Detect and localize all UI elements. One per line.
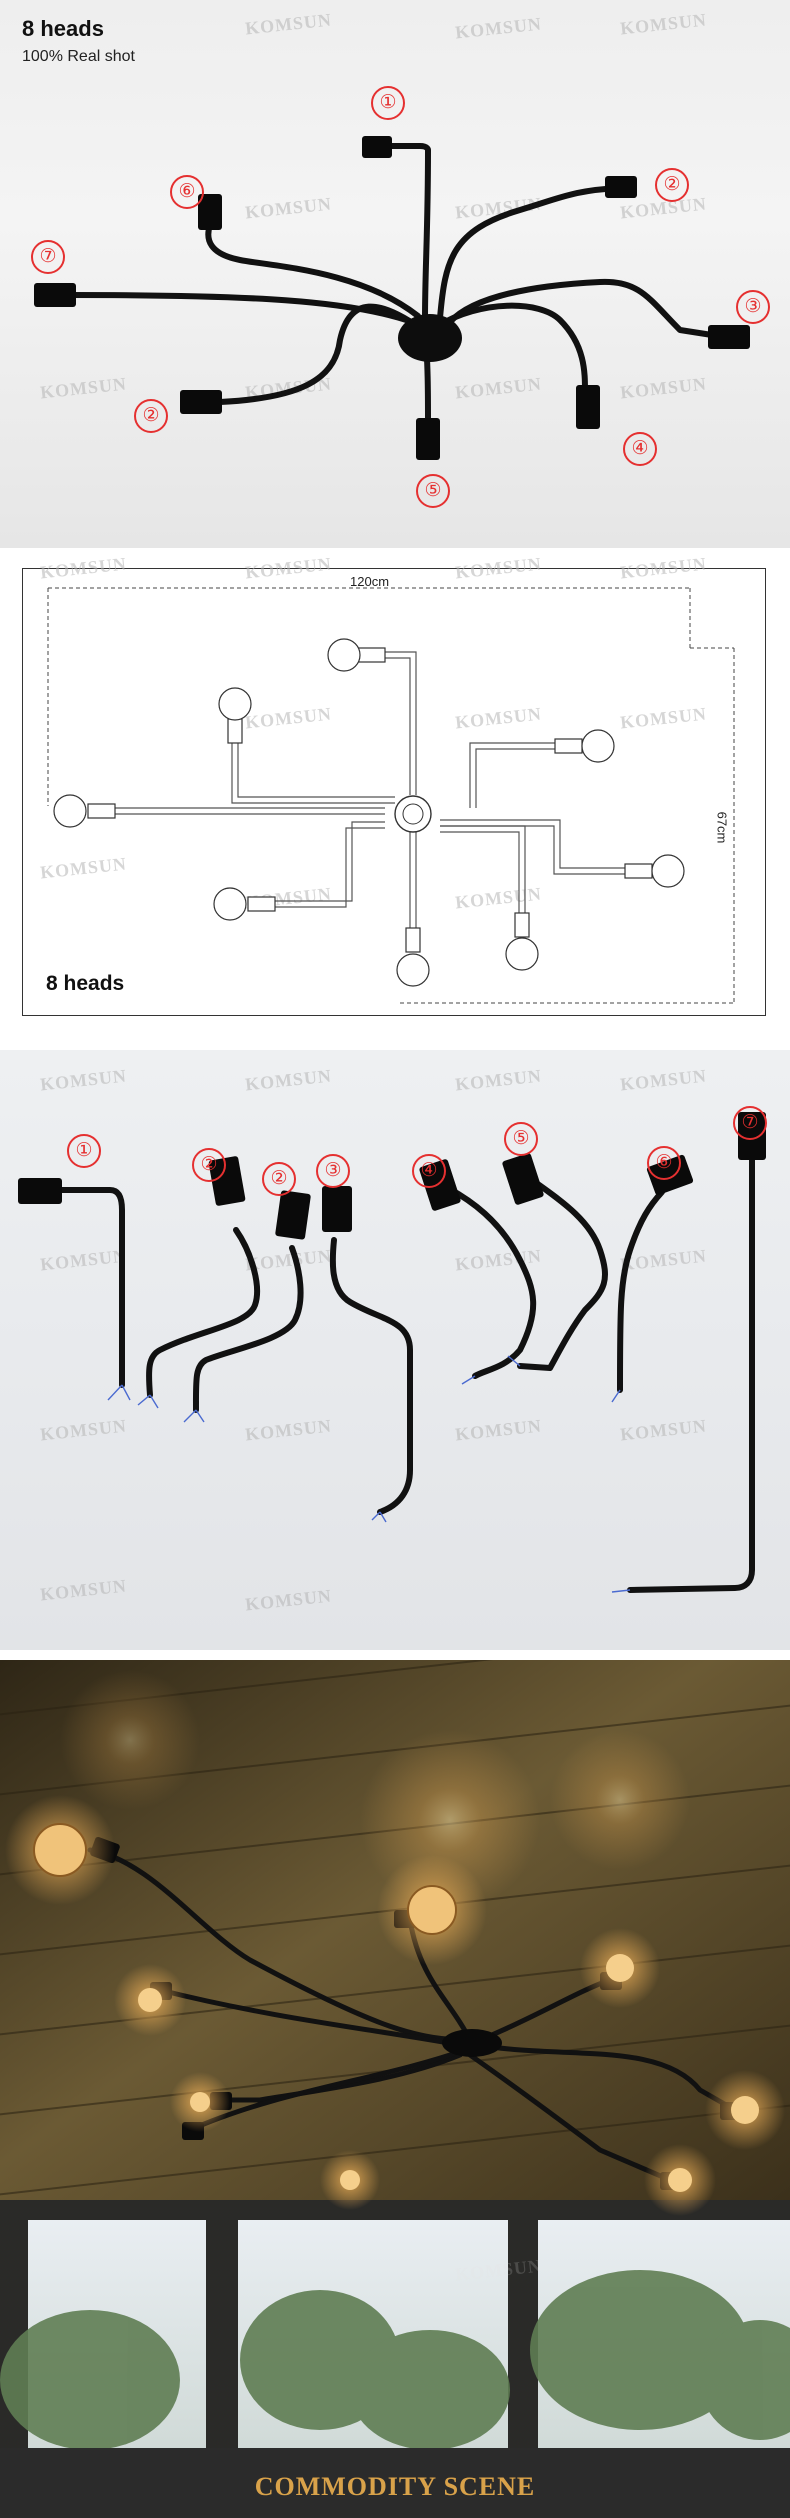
diagram-frame — [22, 568, 766, 1016]
chandelier-photo — [34, 136, 750, 460]
marker-2: ② — [655, 168, 689, 202]
marker-2b: ② — [262, 1162, 296, 1196]
section-footer: COMMODITY SCENE — [0, 2448, 790, 2518]
photo-real-shot: 8 heads 100% Real shot KOMSUN KOMSUN KOM… — [0, 0, 790, 548]
width-label: 120cm — [350, 574, 390, 589]
marker-5: ⑤ — [416, 474, 450, 508]
marker-2: ② — [192, 1148, 226, 1182]
diagram-drawing — [47, 587, 735, 1004]
height-label: 67cm — [714, 811, 730, 844]
marker-7: ⑦ — [31, 240, 65, 274]
photo-arms: KOMSUN KOMSUN KOMSUN KOMSUN KOMSUN KOMSU… — [0, 1050, 790, 1650]
commodity-scene-label: COMMODITY SCENE — [254, 2472, 536, 2501]
marker-3: ③ — [736, 290, 770, 324]
heads-label: 8 heads — [46, 972, 125, 995]
marker-6: ⑥ — [170, 175, 204, 209]
scene-photo — [0, 1660, 790, 2460]
marker-4: ④ — [412, 1154, 446, 1188]
dimension-diagram: KOMSUN KOMSUN KOMSUN KOMSUN KOMSUN KOMSU… — [0, 558, 790, 1028]
product-title: 8 heads — [22, 16, 104, 41]
marker-6: ⑥ — [647, 1146, 681, 1180]
marker-7: ⑦ — [733, 1106, 767, 1140]
marker-5: ⑤ — [504, 1122, 538, 1156]
marker-2b: ② — [134, 399, 168, 433]
marker-3: ③ — [316, 1154, 350, 1188]
product-subtitle: 100% Real shot — [22, 48, 135, 65]
marker-4: ④ — [623, 432, 657, 466]
marker-1: ① — [371, 86, 405, 120]
photo-scene: KOMSUN — [0, 1660, 790, 2460]
marker-1: ① — [67, 1134, 101, 1168]
arms-photo — [18, 1112, 766, 1593]
